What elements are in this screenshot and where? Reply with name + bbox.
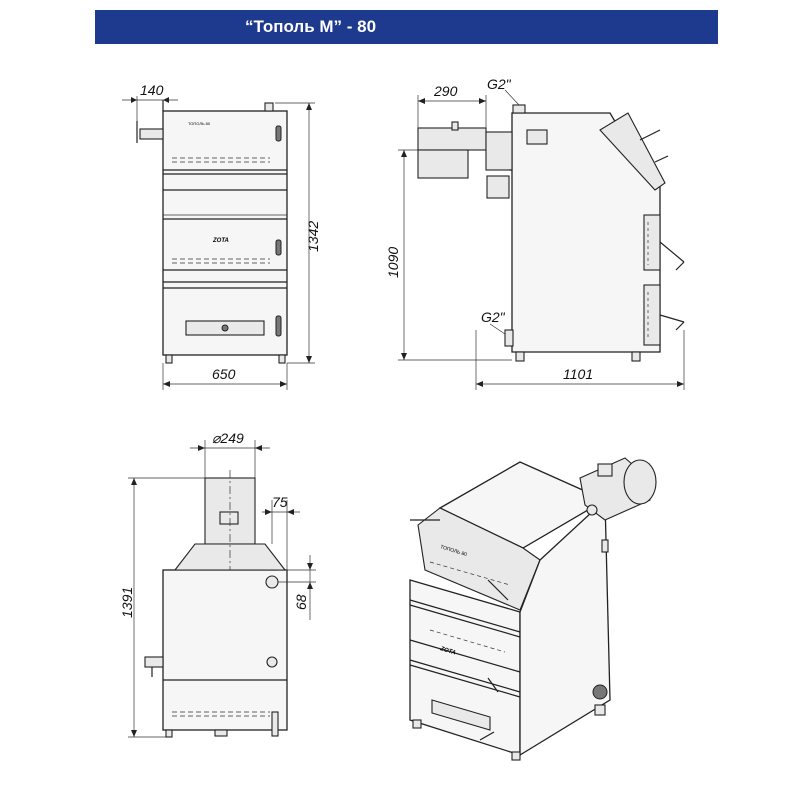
- front-brand-mark: ZOTA: [212, 238, 229, 244]
- rear-flue-diameter-label: ⌀249: [212, 430, 244, 446]
- side-length-label: 1101: [563, 366, 593, 382]
- side-view: G2" G2" 290 1090 1101: [385, 76, 685, 390]
- front-model-mark: ТОПОЛЬ 80: [188, 121, 211, 126]
- front-boiler-body: [162, 110, 288, 356]
- side-burner-label: 290: [433, 83, 458, 99]
- front-side-pipe: [139, 128, 164, 140]
- door-handle-mid: [275, 239, 282, 256]
- front-offset-label: 140: [140, 82, 164, 98]
- page-title: “Тополь М” - 80: [245, 17, 377, 36]
- side-bottom-fitting-label: G2": [481, 309, 506, 325]
- header-bar: “Тополь М” - 80: [95, 10, 718, 44]
- rear-height-label: 1391: [119, 587, 135, 618]
- burner-head: [417, 127, 487, 151]
- front-view: ТОПОЛЬ 80 ZOTA 140: [122, 82, 321, 390]
- front-width-label: 650: [212, 366, 236, 382]
- front-height-label: 1342: [305, 221, 321, 252]
- iso-side-face: [519, 498, 611, 757]
- side-top-fitting-label: G2": [487, 76, 512, 92]
- burner-body: [417, 149, 469, 179]
- rear-boiler-body: [162, 569, 288, 731]
- rear-view: ⌀249 75 68 1391: [119, 430, 316, 738]
- iso-brand-mark: ZOTA: [438, 646, 456, 657]
- side-height-label: 1090: [385, 247, 401, 278]
- door-handle-top: [275, 125, 282, 142]
- iso-view: ТОПОЛЬ 80 ZOTA: [409, 457, 657, 761]
- rear-offset-label: 75: [272, 494, 288, 510]
- rear-step-label: 68: [293, 594, 309, 610]
- door-handle-bottom: [275, 315, 282, 337]
